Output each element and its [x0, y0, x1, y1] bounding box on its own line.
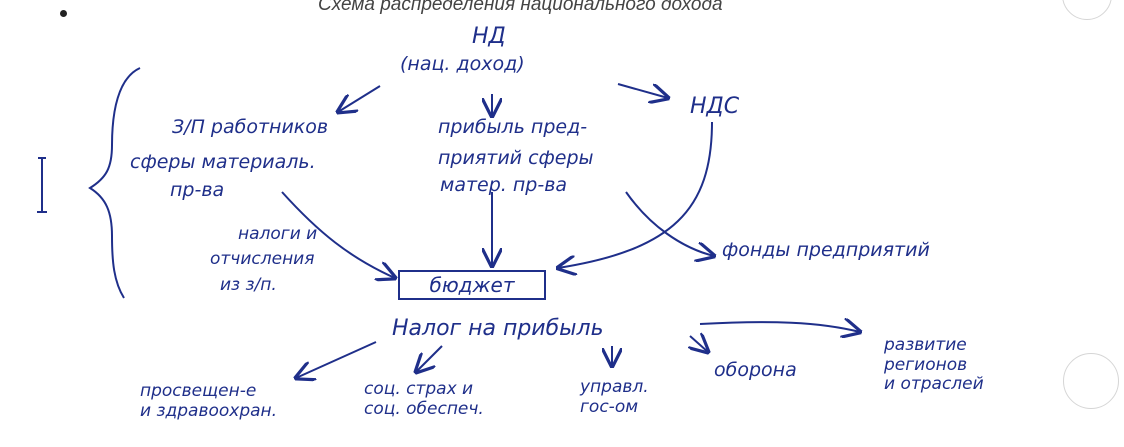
node-wages-1: З/П работников — [172, 116, 329, 138]
arrow-tax-defense — [690, 336, 708, 352]
roman-numeral-mark — [37, 157, 47, 213]
node-nd-full: (нац. доход) — [400, 53, 525, 75]
arrow-tax-regions — [699, 322, 860, 332]
arrow-wages-budget — [281, 191, 395, 278]
punch-hole-right — [1063, 353, 1119, 409]
node-budget: бюджет — [398, 270, 546, 300]
node-profit-3: матер. пр-ва — [440, 174, 568, 196]
node-nd: НД — [472, 24, 506, 49]
arrow-tax-social — [416, 345, 443, 372]
arrow-nd-wages — [338, 85, 381, 112]
node-budget-label: бюджет — [429, 273, 515, 297]
node-profit-2: приятий сферы — [438, 147, 594, 169]
arrow-tax-education — [296, 341, 377, 378]
node-nds: НДС — [690, 94, 740, 119]
node-wages-3: пр-ва — [170, 179, 225, 201]
bullet-mark — [60, 10, 67, 17]
node-defense: оборона — [714, 359, 797, 381]
node-taxes-1: налоги и — [238, 224, 318, 244]
arrow-nd-nds — [617, 83, 668, 98]
node-profit-1: прибыль пред- — [438, 116, 588, 138]
node-social: соц. страх и соц. обеспеч. — [364, 379, 484, 419]
node-taxes-3: из з/п. — [220, 275, 277, 295]
arrow-profit-funds — [625, 191, 714, 256]
node-regions: развитие регионов и отраслей — [884, 335, 984, 395]
left-brace — [88, 67, 141, 299]
arrow-nds-budget — [558, 121, 713, 268]
node-wages-2: сферы материаль. — [130, 151, 316, 173]
node-gov: управл. гос-ом — [580, 377, 649, 417]
node-funds: фонды предприятий — [722, 239, 930, 261]
node-education: просвещен-е и здравоохран. — [140, 381, 278, 421]
node-profit-tax: Налог на прибыль — [392, 316, 604, 341]
page-title: Схема распределения национального дохода — [318, 0, 723, 15]
node-taxes-2: отчисления — [210, 249, 315, 269]
